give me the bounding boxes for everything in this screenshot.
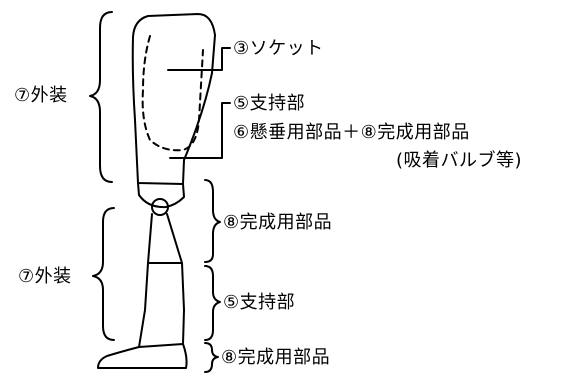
label-finishing-parts-foot: ⑧完成用部品 (221, 347, 331, 368)
leader-socket (167, 47, 231, 71)
brace-cover-upper (89, 11, 113, 183)
brace-cover-lower (92, 207, 115, 341)
knee-axis-circle (151, 198, 169, 216)
socket-inner-dashed-line (141, 35, 204, 152)
label-cover-upper: ⑦外装 (14, 85, 68, 106)
label-suspension-parts: ⑥懸垂用部品＋⑧完成用部品 (233, 122, 470, 143)
ankle-divider (138, 343, 184, 348)
brace-finishing-foot (204, 342, 219, 373)
brace-support-lower (204, 265, 221, 341)
label-suction-valve: (吸着バルブ等) (396, 150, 523, 171)
shank-outline (138, 213, 185, 348)
socket-outline (131, 13, 216, 185)
label-cover-lower: ⑦外装 (18, 266, 72, 287)
foot-outline (97, 343, 188, 369)
label-finishing-parts-knee: ⑧完成用部品 (223, 212, 333, 233)
leader-support-upper (169, 102, 231, 159)
label-support-upper: ⑤支持部 (233, 93, 306, 114)
label-support-lower: ⑤支持部 (223, 292, 296, 313)
brace-finishing-knee (204, 179, 221, 263)
knee-joint-block (137, 182, 185, 209)
label-socket: ③ソケット (233, 38, 324, 59)
